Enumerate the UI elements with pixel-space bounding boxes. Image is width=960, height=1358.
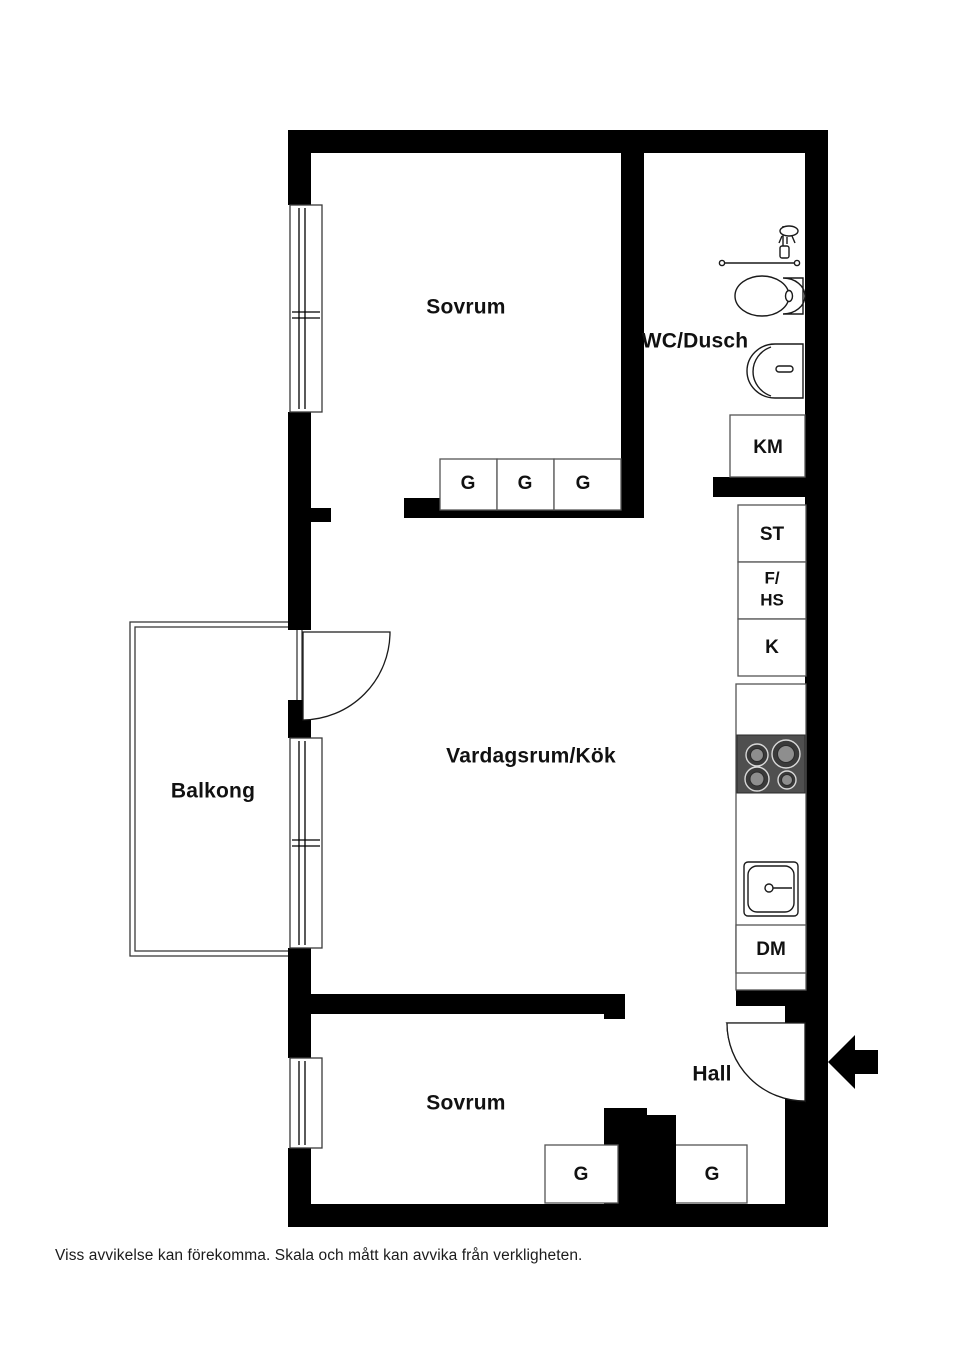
- cabinet-k-label: K: [765, 637, 779, 658]
- cabinet-f-hs-label-line2: HS: [760, 590, 784, 609]
- shower-curtain-rail-icon: [718, 259, 801, 267]
- cabinet-dm: DM: [735, 924, 807, 974]
- shower-head-icon: [778, 225, 799, 259]
- wardrobe-label-2: G: [518, 473, 533, 494]
- stove-hob-icon: [736, 734, 806, 794]
- wardrobe-bottom-label-2: G: [705, 1164, 720, 1185]
- washbasin-icon: [746, 343, 804, 399]
- balcony-door-swing-icon: [302, 631, 391, 721]
- cabinet-st-label: ST: [760, 524, 785, 545]
- cabinet-dm-label: DM: [756, 939, 786, 960]
- balcony-outline: [129, 621, 303, 957]
- cabinet-st: ST: [737, 504, 807, 563]
- wardrobe-group-bedroom-bottom: G G: [544, 1108, 748, 1204]
- entrance-door-swing-icon: [725, 1022, 806, 1103]
- room-label-bathroom: WC/Dusch: [642, 330, 749, 353]
- window-icon-bedroom-bottom: [289, 1057, 323, 1149]
- kitchen-sink-icon: [743, 861, 799, 917]
- room-label-bedroom-top: Sovrum: [426, 296, 505, 319]
- window-icon-bedroom-top: [289, 204, 323, 413]
- cabinet-k: K: [737, 618, 807, 677]
- cabinet-km-label: KM: [753, 437, 783, 458]
- room-label-balcony: Balkong: [171, 780, 255, 803]
- exterior-walls: [288, 130, 828, 1227]
- wardrobe-group-bedroom-top: G G G: [439, 458, 622, 511]
- room-label-hall: Hall: [692, 1063, 731, 1086]
- wardrobe-bottom-label-1: G: [574, 1164, 589, 1185]
- wardrobe-label-3: G: [576, 473, 591, 494]
- wardrobe-label-1: G: [461, 473, 476, 494]
- entrance-arrow-icon: [828, 1035, 878, 1089]
- room-label-bedroom-bottom: Sovrum: [426, 1092, 505, 1115]
- window-icon-living-room: [289, 737, 323, 949]
- cabinet-km: KM: [729, 414, 806, 478]
- cabinet-f-hs-label-line1: F/: [764, 568, 779, 587]
- cabinet-f-hs: F/ HS: [737, 561, 807, 620]
- disclaimer-caption: Viss avvikelse kan förekomma. Skala och …: [55, 1247, 583, 1264]
- room-label-living-kitchen: Vardagsrum/Kök: [446, 745, 616, 768]
- toilet-icon: [734, 275, 806, 317]
